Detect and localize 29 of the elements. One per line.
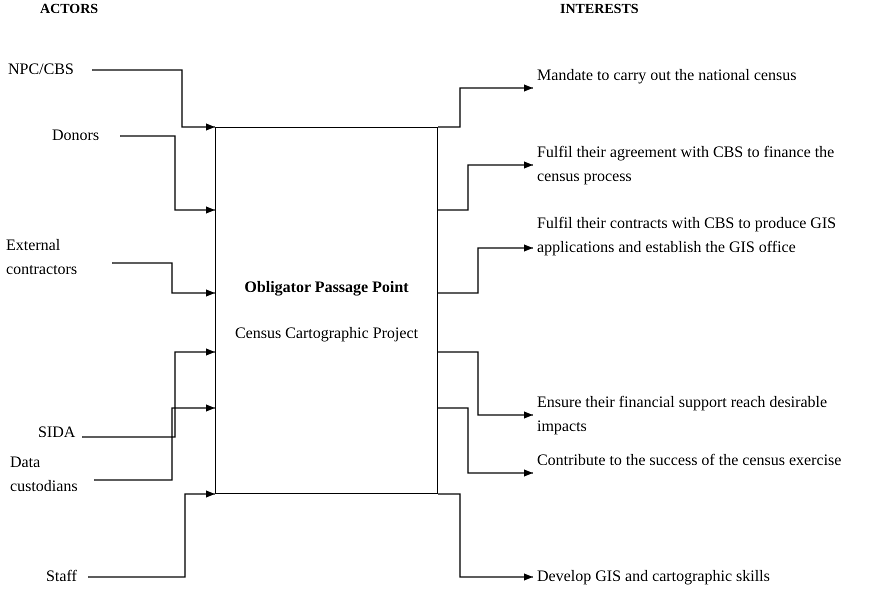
actor-label: NPC/CBS [8,58,94,82]
arrow [438,84,533,128]
actor-label: Staff [46,565,92,589]
arrow [88,490,215,578]
arrow [438,161,533,211]
arrow [438,407,533,477]
interest-text: Ensure their financial support reach desirable impacts [537,391,867,439]
interest-text: Mandate to carry out the national census [537,64,867,112]
arrow [438,493,533,581]
arrow [438,351,533,419]
interest-text: Fulfil their contracts with CBS to produce GIS applications and establish the GIS office [537,212,867,284]
interest-text: Fulfil their agreement with CBS to finance the census process [537,141,867,189]
actor-label: Donors [52,124,122,148]
interest-text: Contribute to the success of the census exercise [537,449,867,497]
box-title: Obligator Passage Point [243,278,410,298]
arrow [112,262,215,297]
actor-label: SIDA [38,421,84,445]
arrow [94,404,215,481]
arrow [120,135,215,214]
interest-text: Develop GIS and cartographic skills [537,565,867,589]
column-heading: ACTORS [40,2,98,18]
arrow [82,348,215,438]
actor-label: External contractors [6,234,112,282]
process-box [215,127,438,494]
column-heading: INTERESTS [560,2,639,18]
arrow [92,69,215,131]
box-text: Census Cartographic Project [234,324,420,344]
arrow [438,244,533,294]
actor-label: Data custodians [10,451,94,499]
